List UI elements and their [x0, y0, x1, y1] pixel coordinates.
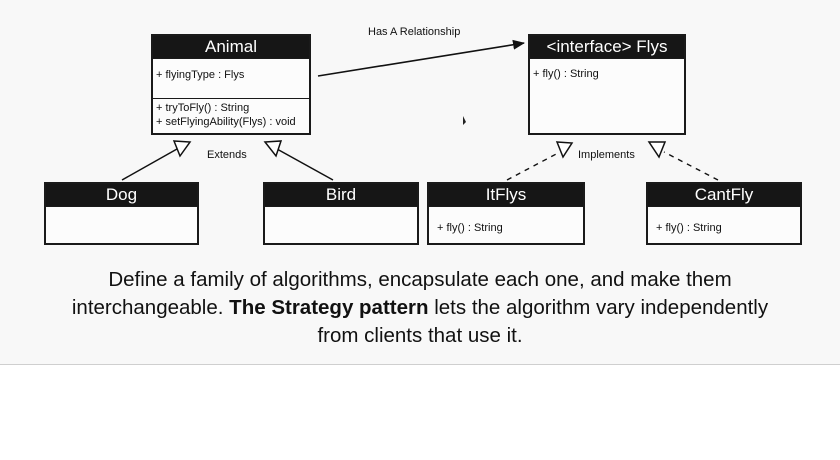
extends-label: Extends [207, 149, 247, 161]
class-animal-methods: + tryToFly() : String + setFlyingAbility… [153, 98, 309, 133]
class-cantfly-methods: + fly() : String [648, 206, 800, 243]
class-cantfly-name: CantFly [648, 184, 800, 206]
uml-connectors [121, 39, 719, 181]
caption-strategy-pattern: The Strategy pattern [229, 296, 429, 319]
class-animal: Animal + flyingType : Flys + tryToFly() … [151, 34, 311, 135]
class-itflys-name: ItFlys [429, 184, 583, 206]
implements-triangle-cantfly [647, 141, 667, 159]
class-bird-body [265, 206, 417, 243]
cursor-icon [463, 116, 466, 125]
extends-line-bird [276, 148, 334, 181]
strategy-definition-caption: Define a family of algorithms, encapsula… [0, 266, 840, 350]
implements-line-itflys [506, 151, 561, 181]
implements-label: Implements [578, 149, 635, 161]
field-flying-type: + flyingType : Flys [156, 69, 245, 81]
slide: Animal + flyingType : Flys + tryToFly() … [0, 26, 840, 365]
method-fly: + fly() : String [533, 68, 599, 80]
class-bird-name: Bird [265, 184, 417, 206]
class-flys: <interface> Flys + fly() : String [528, 34, 686, 135]
class-itflys: ItFlys + fly() : String [427, 182, 585, 245]
class-dog-name: Dog [46, 184, 197, 206]
implements-triangle-itflys [555, 141, 574, 159]
caption-line-2: interchangeable. The Strategy pattern le… [0, 294, 840, 322]
class-cantfly: CantFly + fly() : String [646, 182, 802, 245]
class-dog-body [46, 206, 197, 243]
caption-line-2-end: lets the algorithm vary independently [428, 296, 769, 319]
class-bird: Bird [263, 182, 419, 245]
class-dog: Dog [44, 182, 199, 245]
extends-triangle-bird [263, 140, 283, 158]
method-fly: + fly() : String [437, 222, 503, 234]
method-set-flying-ability: + setFlyingAbility(Flys) : void [156, 116, 296, 128]
has-a-relationship-label: Has A Relationship [368, 26, 461, 38]
caption-line-1: Define a family of algorithms, encapsula… [108, 268, 732, 291]
implements-line-cantfly [663, 151, 719, 181]
class-flys-methods: + fly() : String [530, 58, 684, 133]
extends-triangle-dog [172, 140, 192, 158]
class-animal-name: Animal [153, 36, 309, 58]
caption-line-2-start: interchangeable. [71, 296, 230, 319]
association-line [317, 39, 525, 77]
caption-line-3: from clients that use it. [317, 324, 523, 347]
class-flys-name: <interface> Flys [530, 36, 684, 58]
method-fly: + fly() : String [656, 222, 722, 234]
method-try-to-fly: + tryToFly() : String [156, 102, 250, 114]
class-itflys-methods: + fly() : String [429, 206, 583, 243]
extends-line-dog [121, 148, 178, 181]
class-animal-fields: + flyingType : Flys [153, 58, 309, 98]
